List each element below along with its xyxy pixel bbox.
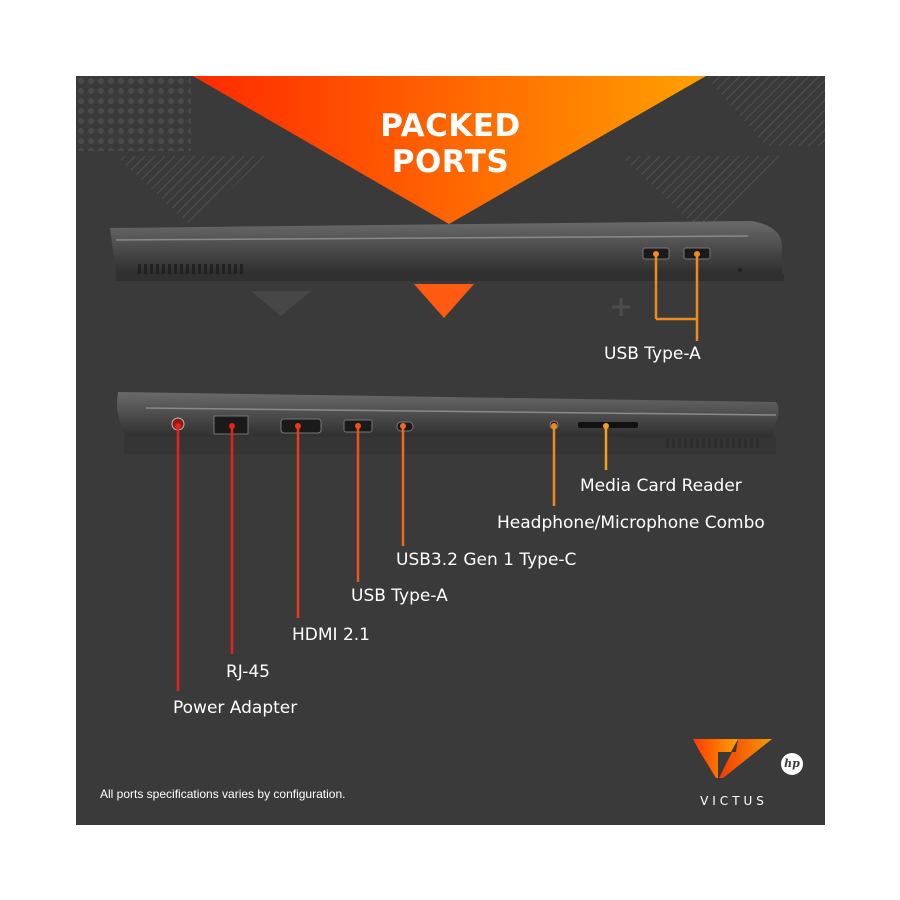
accent-triangle xyxy=(414,284,474,318)
hatch-pattern-right-lower xyxy=(621,156,786,236)
laptop-rear-body xyxy=(110,221,782,274)
footnote: All ports specifications varies by confi… xyxy=(100,787,346,801)
callout-dots xyxy=(175,251,700,429)
label-usb-c: USB3.2 Gen 1 Type-C xyxy=(396,550,577,570)
rear-vent xyxy=(138,264,243,274)
laptop-rear-seam xyxy=(115,235,749,241)
label-media-card-reader: Media Card Reader xyxy=(580,476,742,496)
status-led xyxy=(738,268,742,272)
label-power-adapter: Power Adapter xyxy=(173,698,298,718)
hero-triangle xyxy=(193,76,706,224)
laptop-side-base xyxy=(124,436,776,454)
brand-name: VICTUS xyxy=(700,794,768,808)
top-callouts xyxy=(654,254,699,341)
headline-line-1: PACKED xyxy=(380,108,521,144)
ports-illustration xyxy=(76,76,825,778)
side-callouts xyxy=(176,426,608,691)
label-hdmi: HDMI 2.1 xyxy=(292,625,370,645)
dot-pattern-left xyxy=(76,76,191,151)
laptop-side-seam xyxy=(145,407,777,416)
laptop-side-view xyxy=(117,392,779,454)
hatch-pattern-right xyxy=(706,76,825,146)
victus-v-logo-right xyxy=(719,739,772,778)
headline-line-2: PORTS xyxy=(391,144,510,180)
victus-v-logo-left xyxy=(693,739,738,778)
product-panel: PACKED PORTS USB Type-A Media Card Reade… xyxy=(76,76,825,825)
laptop-rear-view xyxy=(110,221,784,281)
label-usb-a-top: USB Type-A xyxy=(604,344,701,364)
laptop-rear-shadow xyxy=(116,274,784,281)
hatch-pattern-left xyxy=(116,156,266,226)
deco-triangle xyxy=(251,291,311,316)
hp-logo: hp xyxy=(781,753,803,775)
label-headphone-mic-combo: Headphone/Microphone Combo xyxy=(497,513,765,533)
label-rj45: RJ-45 xyxy=(226,662,270,682)
label-usb-a-side: USB Type-A xyxy=(351,586,448,606)
